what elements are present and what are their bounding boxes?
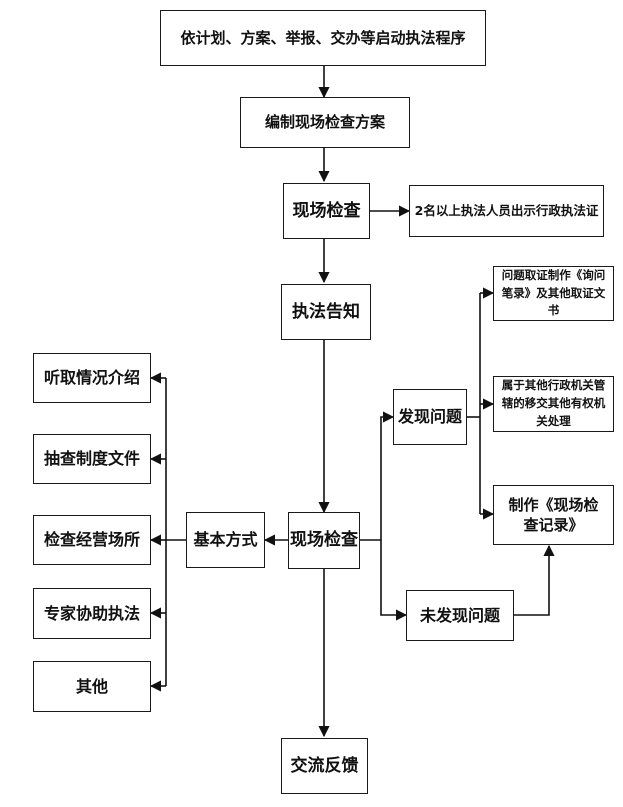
inspect-node: 现场检查 bbox=[283, 183, 370, 239]
site-check-node: 现场检查 bbox=[288, 512, 360, 569]
method-check-documents: 抽查制度文件 bbox=[33, 434, 151, 484]
arrow-site-check-to-no-issue bbox=[380, 540, 408, 621]
method-other: 其他 bbox=[33, 661, 151, 712]
basic-methods-node: 基本方式 bbox=[186, 512, 265, 568]
found-issue-node: 发现问题 bbox=[393, 389, 467, 445]
method-expert-assist: 专家协助执法 bbox=[33, 588, 151, 639]
method-listen-briefing: 听取情况介绍 bbox=[33, 353, 151, 403]
no-issue-node: 未发现问题 bbox=[406, 590, 514, 641]
start-node: 依计划、方案、举报、交办等启动执法程序 bbox=[160, 10, 486, 66]
evidence-node: 问题取证制作《询问笔录》及其他取证文书 bbox=[493, 266, 614, 321]
feedback-node: 交流反馈 bbox=[281, 738, 368, 794]
plan-node: 编制现场检查方案 bbox=[240, 97, 410, 148]
method-inspect-premises: 检查经营场所 bbox=[33, 515, 151, 565]
transfer-node: 属于其他行政机关管辖的移交其他有权机关处理 bbox=[493, 376, 614, 432]
arrow-site-check-to-found-issue bbox=[360, 411, 395, 541]
arrow-no-issue-to-record bbox=[514, 544, 555, 616]
notify-node: 执法告知 bbox=[281, 284, 371, 340]
credentials-node: 2名以上执法人员出示行政执法证 bbox=[409, 185, 604, 237]
record-node: 制作《现场检查记录》 bbox=[493, 485, 614, 545]
